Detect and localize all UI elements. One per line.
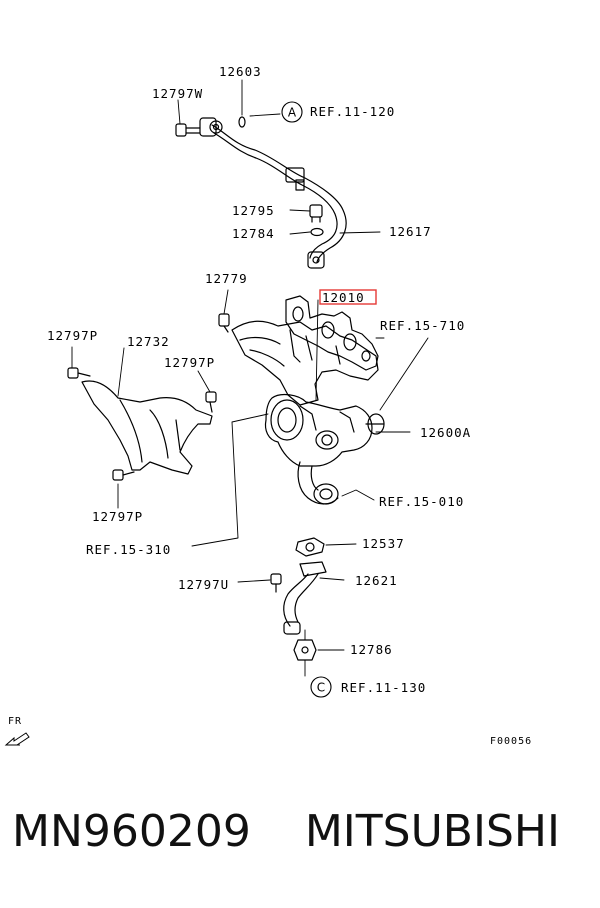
oil-return-pipe-12621 — [283, 561, 327, 635]
pipe-clip — [285, 167, 305, 191]
label-12786: 12786 — [350, 642, 393, 657]
label-12603: 12603 — [219, 64, 262, 79]
label-12797w: 12797W — [152, 86, 203, 101]
label-ref-11-130: REF.11-130 — [341, 680, 426, 695]
label-12732: 12732 — [127, 334, 170, 349]
bolt-12797p-left — [67, 367, 91, 379]
figure-code: F00056 — [490, 736, 532, 747]
front-arrow-icon — [4, 732, 30, 746]
label-12617: 12617 — [389, 224, 432, 239]
circle-letter-a: A — [288, 106, 297, 120]
brand-name: MITSUBISHI — [304, 806, 560, 857]
banjo-fitting-top — [199, 117, 223, 137]
label-12600a: 12600A — [420, 425, 471, 440]
highlight-box-12010 — [319, 289, 377, 305]
front-direction-indicator: FR — [4, 716, 30, 746]
label-12795: 12795 — [232, 203, 275, 218]
label-12621: 12621 — [355, 573, 398, 588]
turbocharger-12600a — [264, 393, 385, 505]
turbocharger-parts-diagram: A C 12603 12797W REF.11-120 12795 12784 … — [4, 64, 532, 747]
label-12779: 12779 — [205, 271, 248, 286]
label-ref-15-010: REF.15-010 — [379, 494, 464, 509]
gasket-12010 — [285, 295, 379, 371]
part-footer: MN960209 MITSUBISHI — [12, 806, 592, 876]
label-12537: 12537 — [362, 536, 405, 551]
label-12797p-bottom: 12797P — [92, 509, 143, 524]
bolt-12797u — [270, 573, 282, 593]
label-ref-15-310: REF.15-310 — [86, 542, 171, 557]
part-number: MN960209 — [12, 806, 251, 857]
oil-feed-pipe — [211, 124, 347, 263]
gasket-12537 — [295, 537, 325, 557]
washer-12784 — [310, 227, 324, 237]
fr-label: FR — [8, 716, 22, 727]
bolt-12795 — [309, 204, 323, 223]
label-ref-15-710: REF.15-710 — [380, 318, 465, 333]
label-12797p-left: 12797P — [47, 328, 98, 343]
union-12786 — [293, 639, 317, 661]
bolt-12797w — [175, 123, 201, 137]
circle-letter-c: C — [317, 681, 325, 695]
bolt-12797p-bottom — [112, 469, 135, 481]
label-ref-11-120: REF.11-120 — [310, 104, 395, 119]
heat-shield-12732 — [81, 380, 213, 475]
pipe-lower-fitting — [307, 251, 325, 269]
ref-circle-c: C — [310, 676, 332, 698]
ref-circle-a: A — [281, 101, 303, 123]
bolt-12797p-right — [205, 391, 217, 413]
label-12797p-right: 12797P — [164, 355, 215, 370]
label-12797u: 12797U — [178, 577, 229, 592]
label-12010: 12010 — [322, 290, 365, 305]
leader-lines — [71, 79, 429, 677]
exhaust-manifold — [231, 320, 379, 406]
label-12784: 12784 — [232, 226, 275, 241]
stud-12779 — [218, 313, 230, 333]
washer-12603 — [238, 116, 246, 128]
